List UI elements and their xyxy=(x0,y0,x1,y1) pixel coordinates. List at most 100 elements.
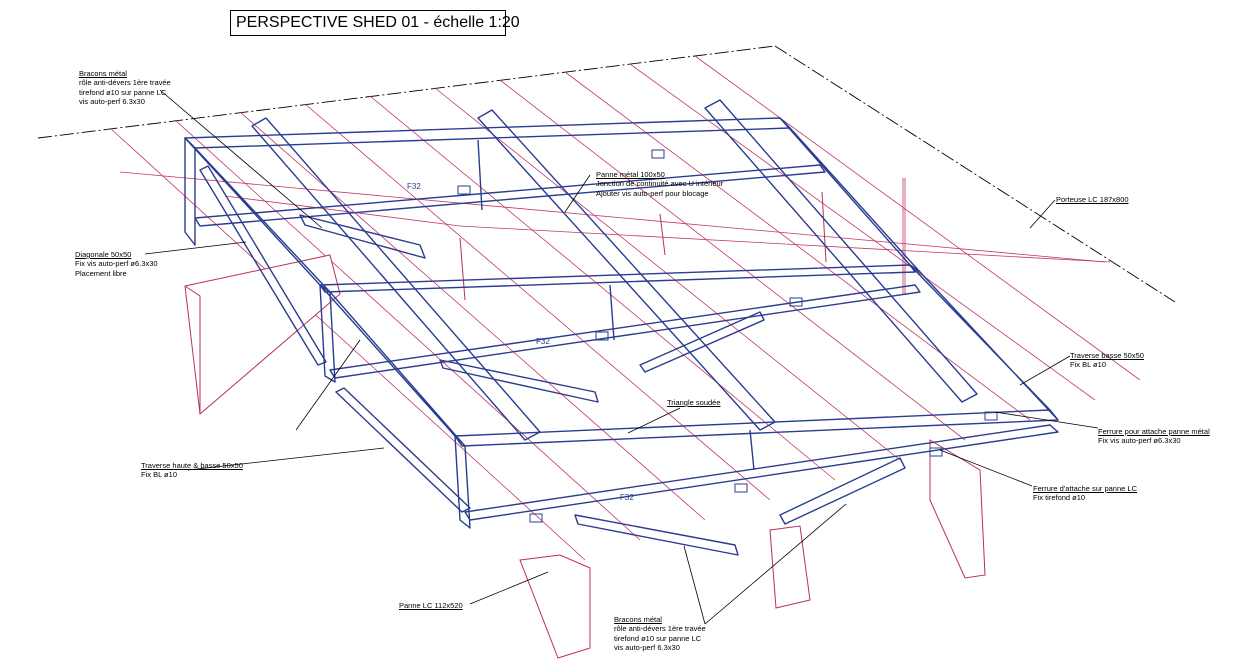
metal-purlin-1 xyxy=(251,117,541,441)
rafter-line xyxy=(629,63,1096,401)
rafter-line xyxy=(499,79,966,441)
annotation-line: Fix BL ø10 xyxy=(141,470,177,480)
rafter-line xyxy=(694,55,1141,381)
rafter-line xyxy=(239,111,706,521)
side-rail-left-mid xyxy=(319,284,466,447)
purlin-line xyxy=(459,225,1111,263)
metal-purlin-3 xyxy=(704,99,978,403)
frame-rear-post xyxy=(184,137,196,246)
timber-edge xyxy=(821,191,827,263)
roof-plane-outline xyxy=(37,45,1176,303)
drawing-title: PERSPECTIVE SHED 01 - échelle 1:20 xyxy=(230,10,520,36)
roof-rafters xyxy=(109,55,1141,561)
annotation-diagonale: Diagonale 50x50 Fix vis auto-perf ø6.3x3… xyxy=(75,250,158,278)
annotation-line: Porteuse LC 187x800 xyxy=(1056,195,1129,204)
annotation-line: Placement libre xyxy=(75,268,127,278)
diagonal-left-front xyxy=(335,387,471,513)
annotation-line: Bracons métal xyxy=(614,615,662,624)
bracon-side xyxy=(779,457,906,525)
rafter-line xyxy=(564,71,1031,421)
annotation-line: Triangle soudée xyxy=(667,398,721,407)
leader-traverse-haute-2 xyxy=(295,339,361,431)
leader-bracons-bottom xyxy=(683,545,706,625)
bracket-mark xyxy=(734,483,748,493)
annotation-line: Panne métal 100x50 xyxy=(596,170,665,179)
side-rail-left-top xyxy=(184,137,331,293)
leader-traverse-basse xyxy=(1019,355,1071,386)
annotation-line: rôle anti-dévers 1ère travée xyxy=(79,78,171,88)
bracket-mark xyxy=(595,331,609,341)
profile-tag: F32 xyxy=(536,337,550,346)
annotation-traverse-basse: Traverse basse 50x50 Fix BL ø10 xyxy=(1070,351,1144,370)
side-rail-right-mid xyxy=(909,264,1059,421)
bracon-front xyxy=(574,514,739,556)
rafter-line xyxy=(369,95,836,481)
bracon-rear xyxy=(299,214,426,259)
leader-triangle xyxy=(627,407,681,434)
diagonal-left-rear xyxy=(199,165,327,366)
inner-post xyxy=(609,284,615,341)
metal-purlin-2 xyxy=(477,109,776,431)
leader-panne-lc xyxy=(469,571,549,605)
rafter-line xyxy=(304,103,771,501)
annotation-line: Jonction de continuité avec U intérieur xyxy=(596,179,724,189)
roof-outline-right xyxy=(774,45,1176,303)
leader-porteuse xyxy=(1029,199,1056,229)
annotation-line: Ajouter vis auto-perf pour blocage xyxy=(596,188,709,198)
annotation-panne-lc: Panne LC 112x520 xyxy=(399,601,463,610)
leader-traverse-haute xyxy=(187,447,385,471)
fixing-brackets xyxy=(457,149,998,523)
leader-ferrure-lc xyxy=(939,449,1033,487)
annotation-line: tirefond ø10 sur panne LC xyxy=(79,87,167,97)
purlin-line xyxy=(119,171,1106,263)
rafter-line xyxy=(434,87,901,461)
bracket-mark xyxy=(789,297,803,307)
inner-post xyxy=(477,139,483,211)
bracket-mark xyxy=(651,149,665,159)
annotation-line: rôle anti-dévers 1ère travée xyxy=(614,624,706,634)
timber-block-left-edge xyxy=(184,285,201,414)
timber-edge xyxy=(459,237,466,301)
annotation-line: Panne LC 112x520 xyxy=(399,601,463,610)
annotation-line: vis auto-perf 6.3x30 xyxy=(79,96,145,106)
bracket-mark xyxy=(529,513,543,523)
annotation-triangle: Triangle soudée xyxy=(667,398,721,407)
inner-post xyxy=(749,429,755,471)
timber-blocks xyxy=(184,191,986,659)
profile-tag: F32 xyxy=(407,182,421,191)
annotation-line: Ferrure d'attache sur panne LC xyxy=(1033,484,1137,493)
annotation-line: Bracons métal xyxy=(79,69,127,78)
timber-edge xyxy=(659,213,666,256)
rafter-line xyxy=(109,127,586,561)
frame-front-post xyxy=(454,435,471,529)
annotation-line: Fix vis auto-perf ø6.3x30 xyxy=(1098,436,1181,446)
frame-front-lower-rail xyxy=(464,424,1059,521)
leader-diagonale xyxy=(144,241,247,255)
annotation-line: Traverse basse 50x50 xyxy=(1070,351,1144,360)
frame-middle-rail xyxy=(319,264,916,293)
annotation-line: tirefond ø10 sur panne LC xyxy=(614,633,702,643)
frame-middle-lower-rail xyxy=(329,284,921,379)
leader-lines xyxy=(144,89,1099,625)
annotation-porteuse: Porteuse LC 187x800 xyxy=(1056,195,1129,204)
bracket-mark xyxy=(984,411,998,421)
frame-rear-lower-rail xyxy=(194,164,826,227)
annotation-line: Diagonale 50x50 xyxy=(75,250,132,259)
bracket-mark xyxy=(929,447,943,457)
annotation-line: Fix tirefond ø10 xyxy=(1033,493,1086,503)
annotation-panne-metal: Panne métal 100x50 Jonction de continuit… xyxy=(596,170,723,198)
purlin-line xyxy=(224,195,461,227)
steel-frame xyxy=(184,99,1059,556)
annotation-line: Traverse haute & basse 50x50 xyxy=(141,461,243,470)
leader-bracons-top xyxy=(159,89,323,229)
annotation-line: Fix vis auto-perf ø6.3x30 xyxy=(75,259,158,269)
annotation-ferrure-metal: Ferrure pour attache panne métal Fix vis… xyxy=(1098,427,1210,446)
leader-bracons-bottom-2 xyxy=(704,503,847,625)
bracket-mark xyxy=(457,185,471,195)
timber-block-left xyxy=(184,254,341,415)
bracon-middle xyxy=(439,359,599,403)
leader-ferrure-metal xyxy=(994,411,1099,429)
triangle-stay xyxy=(639,311,765,373)
